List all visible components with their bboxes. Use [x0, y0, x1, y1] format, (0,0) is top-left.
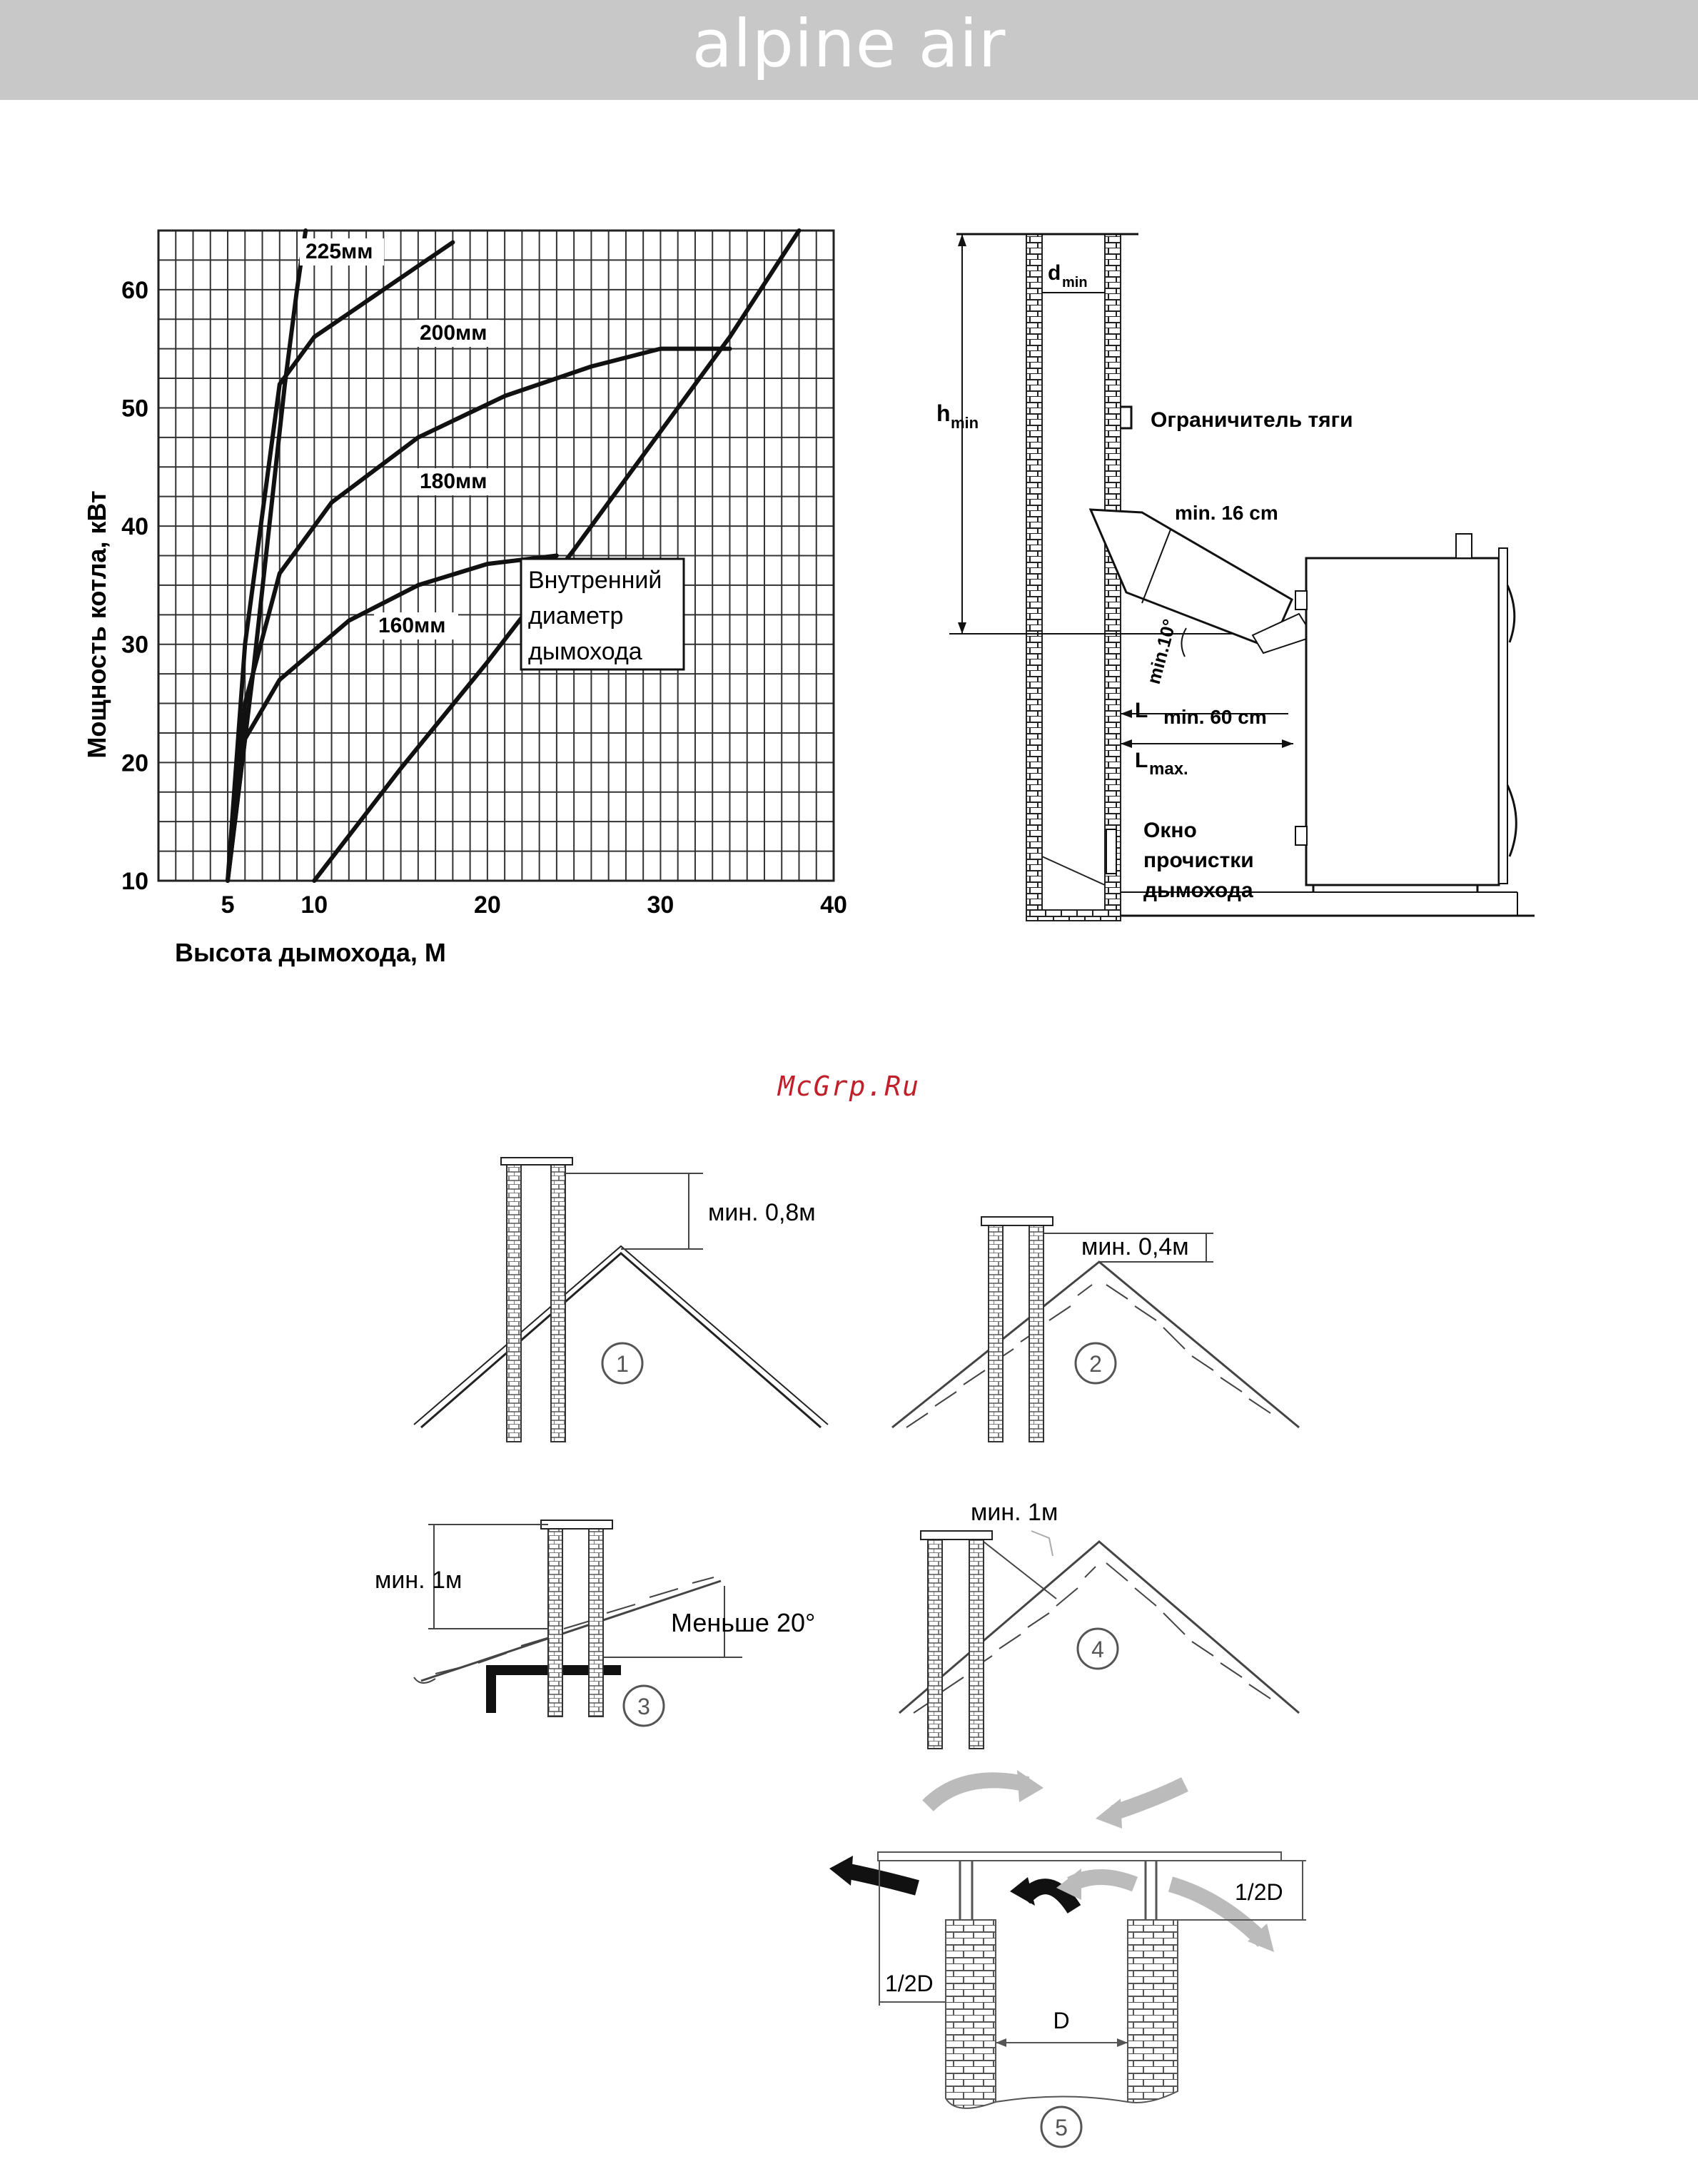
- d-min-label: d: [1048, 261, 1061, 285]
- plot-frame: [157, 229, 835, 882]
- chart-legend-box: Внутренний диаметр дымохода: [520, 557, 685, 671]
- fig1-dim: мин. 0,8м: [708, 1199, 816, 1226]
- series-label-225: 225мм: [305, 240, 373, 263]
- x-tick-label: 20: [474, 891, 501, 919]
- fig5-d: D: [1053, 2008, 1069, 2033]
- y-tick-label: 40: [121, 513, 148, 540]
- min-10-label: min.10°: [1143, 617, 1181, 686]
- series-label-bg-225: [300, 238, 384, 266]
- l-min-text: min. 60 cm: [1163, 706, 1267, 728]
- fig3-dim: мин. 1м: [375, 1567, 462, 1594]
- chimney-wall-right: [1104, 233, 1121, 920]
- series-line-180мм: [226, 553, 559, 883]
- x-tick-label: 30: [647, 891, 674, 919]
- y-tick-label: 30: [121, 632, 148, 659]
- boiler-body: [1305, 557, 1500, 886]
- l-min-label: L: [1135, 699, 1148, 722]
- fig2-dim: мин. 0,4м: [1081, 1233, 1189, 1260]
- cleanout-line-3: дымохода: [1143, 879, 1253, 902]
- series-line-225мм: [226, 240, 455, 883]
- x-tick-label: 40: [820, 891, 847, 919]
- chart-grid: [157, 229, 835, 882]
- series-label-180: 180мм: [420, 470, 487, 493]
- fig5-half-right: 1/2D: [1235, 1879, 1283, 1905]
- y-tick-label: 60: [121, 277, 148, 304]
- fig2-number: 2: [1089, 1351, 1102, 1377]
- roof-figure-5: 1/2D 1/2D D 5: [829, 1770, 1306, 2148]
- chimney-connection-diagram: h min d min Ограничитель тяги min. 16 cm…: [936, 233, 1535, 921]
- fig4-dim: мин. 1м: [971, 1499, 1058, 1526]
- series-label-bg-200: [415, 320, 500, 347]
- y-tick-label: 10: [121, 868, 148, 895]
- y-tick-label: 20: [121, 749, 148, 777]
- cleanout-line-1: Окно: [1143, 819, 1197, 842]
- fig4-number: 4: [1091, 1637, 1104, 1662]
- fig5-number: 5: [1055, 2115, 1068, 2140]
- fig1-number: 1: [616, 1351, 629, 1377]
- legend-line-2: диаметр: [528, 602, 623, 630]
- chart-ylabel: Мощность котла, кВт: [82, 490, 111, 758]
- roof-figure-2: мин. 0,4м 2: [891, 1216, 1300, 1442]
- header-bar: alpine air: [0, 0, 1698, 100]
- series-line-envelope: [226, 228, 308, 883]
- roof-figure-3: мин. 1м Меньше 20° 3: [375, 1520, 815, 1727]
- min-16-label: min. 16 cm: [1175, 502, 1278, 524]
- l-max-sub: max.: [1149, 759, 1188, 779]
- watermark: McGrp.Ru: [777, 1071, 921, 1102]
- draft-limiter-label: Ограничитель тяги: [1151, 408, 1353, 432]
- h-min-sub: min: [951, 414, 979, 432]
- chimney-wall-left: [1026, 233, 1043, 920]
- fig3-number: 3: [637, 1694, 650, 1719]
- legend-line-1: Внутренний: [528, 567, 662, 594]
- fig3-angle: Меньше 20°: [671, 1608, 815, 1637]
- chart-series: [226, 228, 802, 883]
- chimney-power-chart: 5 10 20 30 40 10 20 30 40 50 60 Мощность котла, кВ…: [82, 228, 847, 967]
- series-label-bg-180: [415, 468, 500, 495]
- h-min-label: h: [936, 400, 951, 426]
- roof-figure-1: мин. 0,8м 1: [413, 1157, 829, 1442]
- legend-line-3: дымохода: [528, 638, 642, 665]
- series-line-160мм: [312, 228, 802, 883]
- chart-xlabel: Высота дымохода, М: [175, 938, 446, 967]
- x-tick-label: 10: [300, 891, 328, 919]
- series-label-bg-160: [374, 612, 458, 639]
- fig5-half-left: 1/2D: [885, 1971, 934, 1996]
- cleanout-line-2: прочистки: [1143, 849, 1254, 872]
- roof-figures: мин. 0,8м 1 мин. 0,4м 2 мин. 1м Меньше 2…: [375, 1157, 1306, 2148]
- roof-figure-4: мин. 1м 4: [899, 1499, 1300, 1749]
- l-max-label: L: [1135, 749, 1148, 772]
- y-tick-label: 50: [121, 395, 148, 422]
- brand-title: alpine air: [692, 6, 1006, 82]
- series-label-200: 200мм: [420, 321, 487, 345]
- series-label-160: 160мм: [378, 614, 445, 637]
- x-tick-label: 5: [221, 891, 235, 919]
- chart-ticks: 5 10 20 30 40 10 20 30 40 50 60: [121, 277, 847, 919]
- d-min-sub: min: [1062, 275, 1088, 290]
